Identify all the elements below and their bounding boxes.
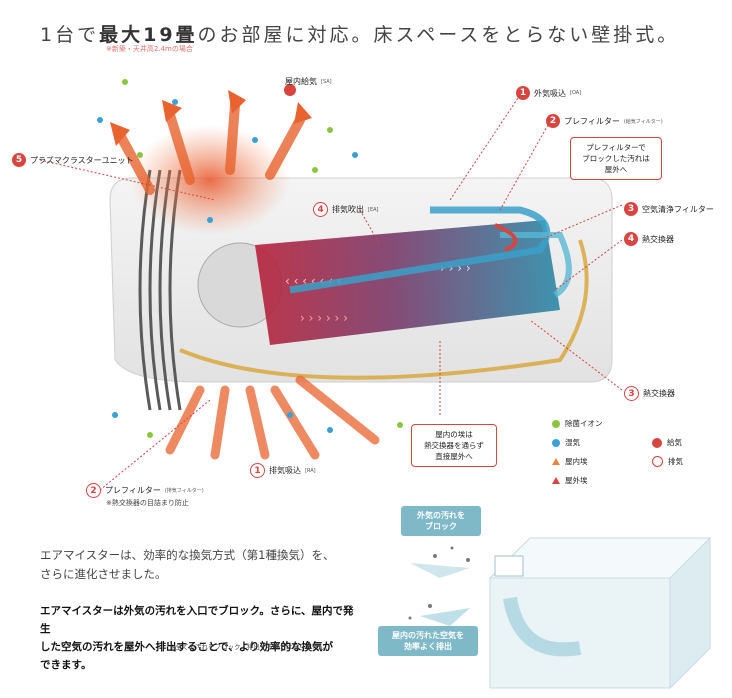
- callout-indoor-dust: 屋内の埃は熱交換器を通らず直接屋外へ: [411, 424, 497, 467]
- intro-paragraph: エアマイスターは、効率的な換気方式（第1種換気）を、さらに進化させました。: [40, 546, 334, 584]
- description-paragraph: エアマイスターは外気の汚れを入口でブロック。さらに、屋内で発生した空気の汚れを屋…: [40, 602, 358, 674]
- bubble-block-outdoor: 外気の汚れをブロック: [401, 506, 481, 536]
- legend-exhaust: 排気: [652, 456, 712, 467]
- wall-unit: [495, 556, 523, 576]
- legend-outdoor-dust: 屋外埃: [552, 475, 652, 486]
- legend: 除菌イオン 湿気 給気 屋内埃 排気 屋外埃: [552, 418, 712, 486]
- legend-ion: 除菌イオン: [552, 418, 652, 429]
- legend-supply: 給気: [652, 437, 712, 448]
- label-indoor-supply: 屋内給気[SA]: [285, 76, 332, 87]
- page-title: 1台で最大19畳のお部屋に対応。床スペースをとらない壁掛式。: [40, 20, 679, 47]
- legend-moisture: 湿気: [552, 437, 652, 448]
- disclaimer-note: ※全ての汚れをブロック・排出する訳ではありません。: [170, 641, 331, 651]
- svg-text:› › › › › ›: › › › › › ›: [300, 311, 348, 325]
- bubble-exhaust-indoor: 屋内の汚れた空気を効率よく排出: [378, 626, 478, 656]
- intake-airflow-bottom: [170, 380, 375, 455]
- legend-indoor-dust: 屋内埃: [552, 456, 652, 467]
- callout-prefilter-blocked: プレフィルターでブロックした汚れは屋外へ: [570, 137, 662, 180]
- headline-note: ※新築・天井高2.4mの場合: [106, 44, 193, 54]
